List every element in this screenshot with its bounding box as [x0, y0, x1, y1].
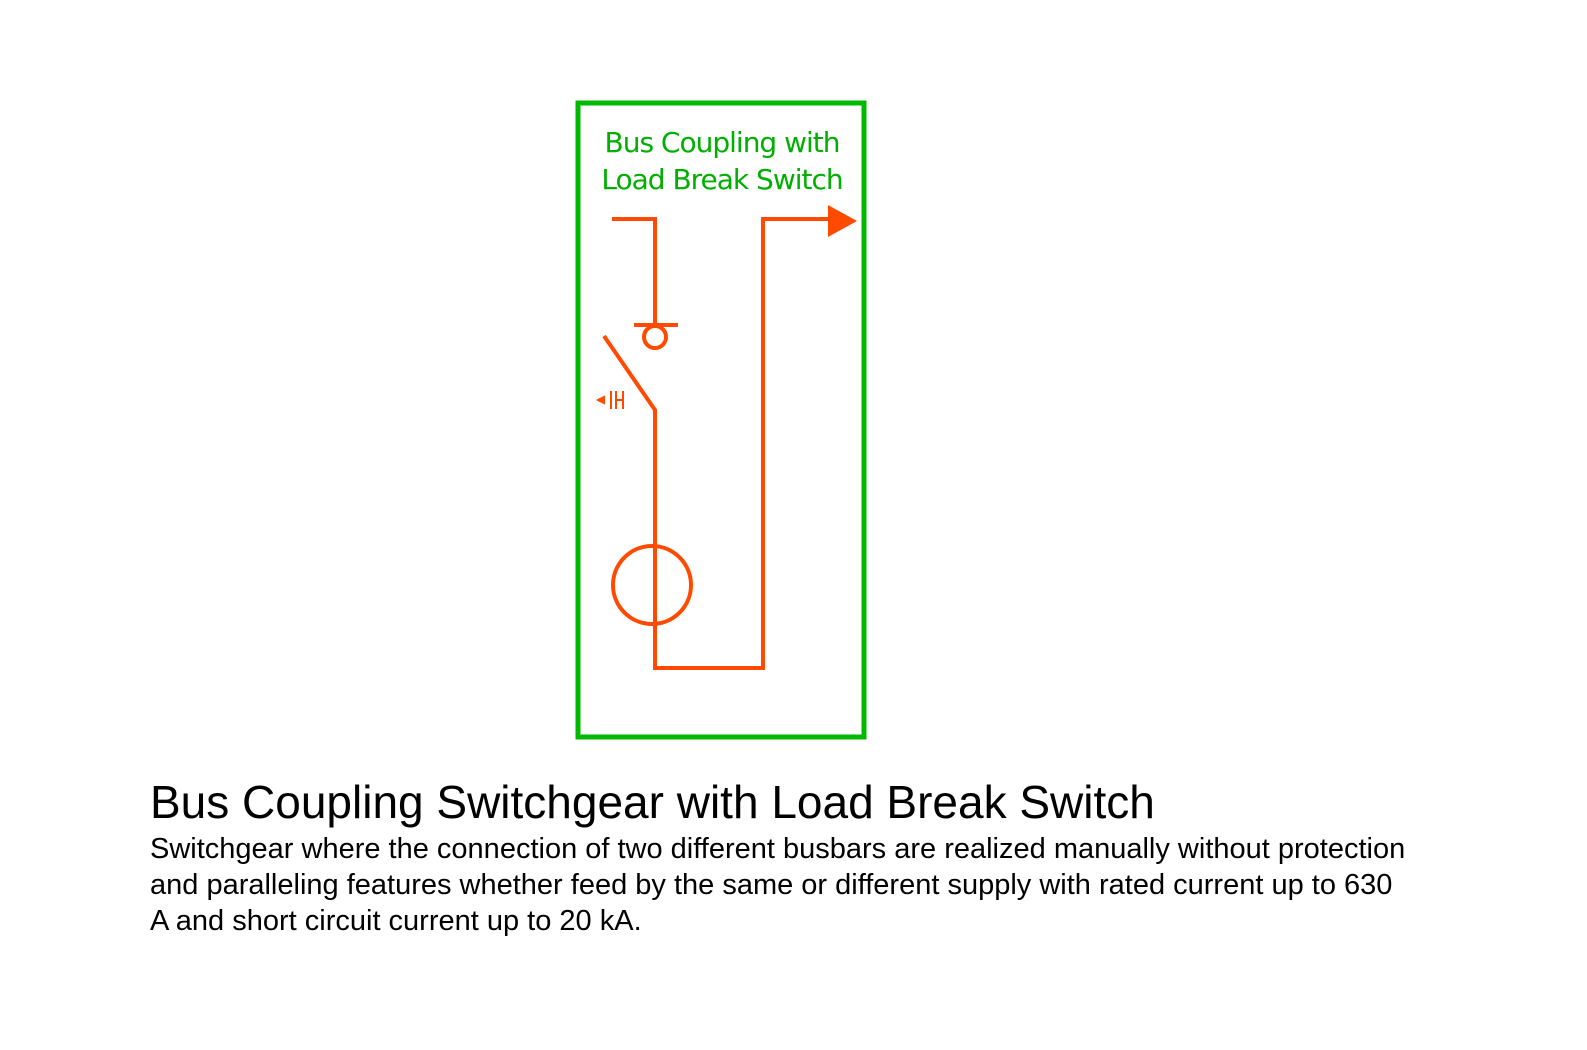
panel-label-line2: Load Break Switch	[601, 163, 843, 196]
description: Switchgear where the connection of two d…	[150, 833, 1406, 937]
current-transformer	[611, 544, 693, 626]
load-break-switch-blade	[602, 217, 830, 670]
panel-label-line1: Bus Coupling with	[604, 126, 840, 159]
manual-operator-icon	[595, 391, 624, 409]
busbar-left-connection	[612, 217, 657, 325]
arrow-head-icon	[828, 205, 857, 237]
page-title: Bus Coupling Switchgear with Load Break …	[150, 776, 1155, 828]
earthing-ring	[642, 324, 668, 350]
panel-label: Bus Coupling with Load Break Switch	[580, 124, 864, 198]
panel-frame	[575, 100, 867, 740]
